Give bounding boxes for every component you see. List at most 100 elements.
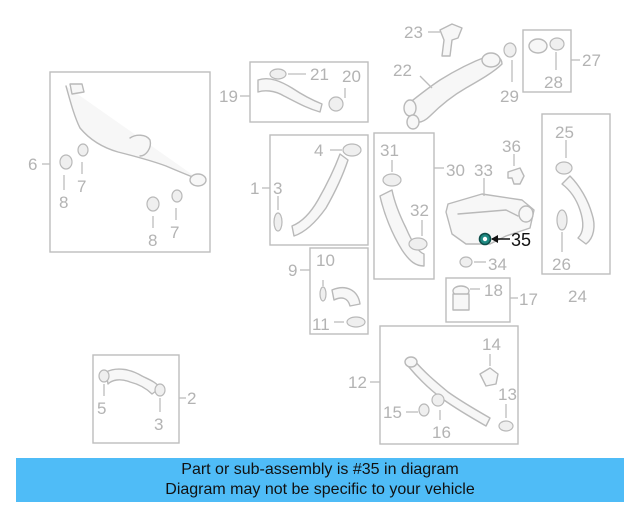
clip-7b[interactable]: [171, 189, 183, 203]
hose-2[interactable]: [105, 368, 161, 395]
pipe-22-outlet-a: [403, 99, 417, 117]
ring-10[interactable]: [319, 286, 327, 302]
label-27: 27: [582, 51, 601, 70]
arrow-35: [491, 235, 498, 243]
clamp-28[interactable]: [549, 37, 565, 51]
pipe-6-end-right: [189, 173, 207, 187]
label-13: 13: [498, 385, 517, 404]
sensor-36[interactable]: [507, 167, 525, 185]
housing-33[interactable]: [445, 193, 535, 245]
label-8a: 8: [59, 193, 68, 212]
label-35: 35: [511, 230, 531, 250]
hose-19[interactable]: [257, 78, 323, 113]
label-1: 1: [250, 179, 259, 198]
pipe-6[interactable]: [65, 85, 201, 181]
label-12: 12: [348, 373, 367, 392]
banner-line-1: Part or sub-assembly is #35 in diagram: [181, 461, 459, 478]
bushing-8a[interactable]: [59, 154, 73, 170]
label-3b: 3: [154, 415, 163, 434]
info-banner: Part or sub-assembly is #35 in diagram D…: [16, 458, 624, 502]
label-24: 24: [568, 287, 587, 306]
group-box-2: [92, 354, 180, 444]
label-17: 17: [519, 290, 538, 309]
housing-33-rib: [457, 209, 519, 217]
pipe-12-end: [404, 356, 418, 368]
label-26: 26: [552, 255, 571, 274]
clamp-11[interactable]: [346, 316, 366, 328]
label-25: 25: [555, 123, 574, 142]
elbow-9[interactable]: [331, 286, 361, 307]
ring-3a[interactable]: [273, 212, 283, 232]
clamp-5[interactable]: [98, 369, 110, 383]
group-box-17: [445, 277, 511, 323]
bracket-23[interactable]: [439, 23, 463, 57]
gasket-20[interactable]: [328, 96, 344, 112]
label-33: 33: [474, 161, 493, 180]
label-9: 9: [288, 261, 297, 280]
label-4: 4: [314, 141, 323, 160]
group-box-30: [373, 132, 435, 280]
pipe-22-outlet-b: [406, 114, 420, 130]
label-23: 23: [404, 23, 423, 42]
label-32: 32: [410, 201, 429, 220]
group-box-12: [379, 325, 519, 445]
pipe-6-end-top: [69, 83, 85, 95]
label-31: 31: [380, 141, 399, 160]
pipe-22[interactable]: [407, 54, 503, 123]
clamp-25[interactable]: [555, 161, 573, 175]
pipe-22-end: [481, 52, 501, 68]
clamp-31[interactable]: [382, 173, 402, 187]
label-21: 21: [310, 65, 329, 84]
label-36: 36: [502, 137, 521, 156]
housing-33-port: [518, 205, 534, 223]
label-34: 34: [488, 255, 507, 274]
label-8b: 8: [148, 231, 157, 250]
bushing-8b[interactable]: [146, 196, 160, 212]
label-20: 20: [342, 67, 361, 86]
label-7b: 7: [170, 223, 179, 242]
label-2: 2: [187, 389, 196, 408]
label-18: 18: [484, 281, 503, 300]
clamp-4[interactable]: [342, 143, 362, 157]
label-3a: 3: [273, 179, 282, 198]
bracket-14[interactable]: [479, 367, 499, 387]
label-14: 14: [482, 335, 501, 354]
coupler-27[interactable]: [528, 38, 548, 54]
grommet-34[interactable]: [459, 256, 473, 268]
label-22: 22: [393, 61, 412, 80]
label-5: 5: [97, 399, 106, 418]
seal-35-center: [482, 236, 488, 242]
label-10: 10: [316, 251, 335, 270]
label-19: 19: [219, 87, 238, 106]
hose-1[interactable]: [291, 153, 349, 237]
label-29: 29: [500, 87, 519, 106]
group-box-19: [249, 61, 369, 123]
label-30: 30: [446, 161, 465, 180]
grommet-16[interactable]: [431, 393, 445, 407]
label-15: 15: [383, 403, 402, 422]
group-box-27: [522, 29, 572, 93]
clamp-13[interactable]: [498, 420, 514, 432]
label-6: 6: [28, 155, 37, 174]
pipe-6-branch: [129, 134, 152, 157]
group-box-9: [309, 247, 369, 335]
clamp-32[interactable]: [408, 237, 428, 251]
label-16: 16: [432, 423, 451, 442]
label-28: 28: [544, 73, 563, 92]
group-box-1: [269, 134, 369, 246]
clip-7a[interactable]: [77, 143, 89, 157]
banner-line-2: Diagram may not be specific to your vehi…: [165, 481, 475, 498]
group-box-6: [49, 71, 211, 253]
ring-26[interactable]: [556, 209, 568, 231]
label-7a: 7: [77, 177, 86, 196]
ring-3b[interactable]: [154, 383, 166, 397]
clamp-29[interactable]: [503, 42, 517, 58]
hose-24[interactable]: [561, 175, 595, 245]
label-11: 11: [312, 315, 330, 334]
sleeve-18: [452, 293, 470, 311]
clip-15[interactable]: [418, 403, 430, 417]
pipe-12[interactable]: [407, 359, 491, 427]
parts-diagram: 6 8 7 8 7 19 21 20 23 22 29 28 27 1 3 4 …: [28, 23, 611, 445]
clamp-21[interactable]: [269, 68, 287, 80]
